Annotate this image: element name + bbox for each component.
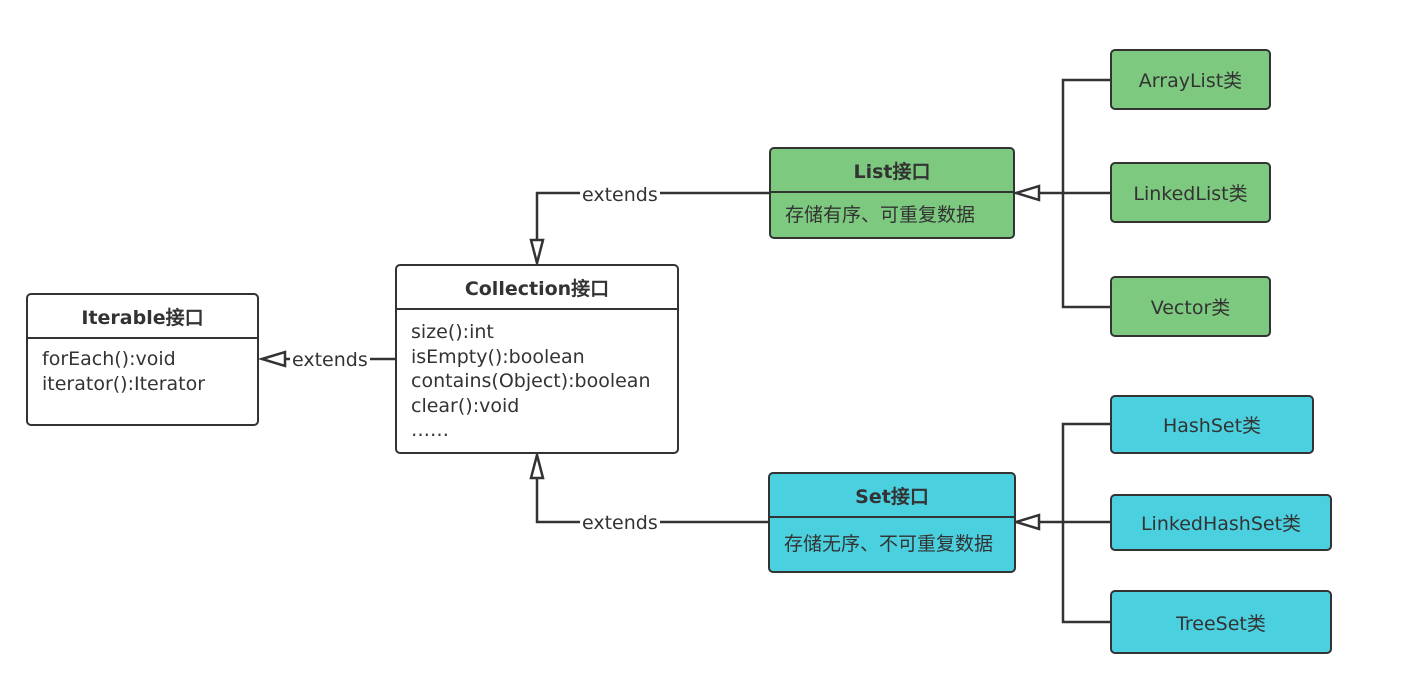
edge-set-collection (535, 466, 769, 524)
arrowhead-set (1011, 513, 1041, 531)
linkedhashset-class-box[interactable]: LinkedHashSet类 (1110, 494, 1332, 551)
list-interface-box[interactable]: List接口 存储有序、可重复数据 (769, 147, 1015, 239)
collection-members: size():int isEmpty():boolean contains(Ob… (397, 310, 677, 451)
collection-interface-box[interactable]: Collection接口 size():int isEmpty():boolea… (395, 264, 679, 454)
collection-member: size():int (411, 321, 494, 343)
set-description: 存储无序、不可重复数据 (784, 533, 994, 555)
hashset-class-box[interactable]: HashSet类 (1110, 395, 1314, 454)
iterable-members: forEach():void iterator():Iterator (28, 339, 257, 404)
treeset-class-box[interactable]: TreeSet类 (1110, 590, 1332, 654)
list-title: List接口 (771, 149, 1013, 193)
edge-list-collection (535, 191, 769, 252)
iterable-member: iterator():Iterator (42, 372, 206, 395)
arrowhead-collection-top (529, 238, 545, 268)
collection-member: isEmpty():boolean (411, 345, 585, 368)
collection-member: …… (411, 419, 449, 441)
arrowhead-iterable (257, 350, 287, 368)
arrowhead-list (1011, 184, 1041, 202)
iterable-interface-box[interactable]: Iterable接口 forEach():void iterator():Ite… (26, 293, 259, 426)
arrowhead-collection-bottom (529, 450, 545, 480)
arraylist-class-box[interactable]: ArrayList类 (1110, 49, 1271, 110)
set-title: Set接口 (770, 474, 1014, 518)
list-description: 存储有序、可重复数据 (785, 204, 976, 226)
set-interface-box[interactable]: Set接口 存储无序、不可重复数据 (768, 472, 1016, 573)
collection-member: clear():void (411, 394, 520, 417)
vector-class-box[interactable]: Vector类 (1110, 276, 1271, 337)
iterable-title: Iterable接口 (28, 295, 257, 339)
extends-label-list: extends (580, 184, 660, 206)
linkedlist-class-box[interactable]: LinkedList类 (1110, 162, 1271, 223)
collection-member: contains(Object):boolean (411, 370, 651, 392)
extends-label-set: extends (580, 512, 660, 534)
iterable-member: forEach():void (42, 348, 176, 370)
collection-title: Collection接口 (397, 266, 677, 310)
extends-label-iterable: extends (290, 349, 370, 371)
